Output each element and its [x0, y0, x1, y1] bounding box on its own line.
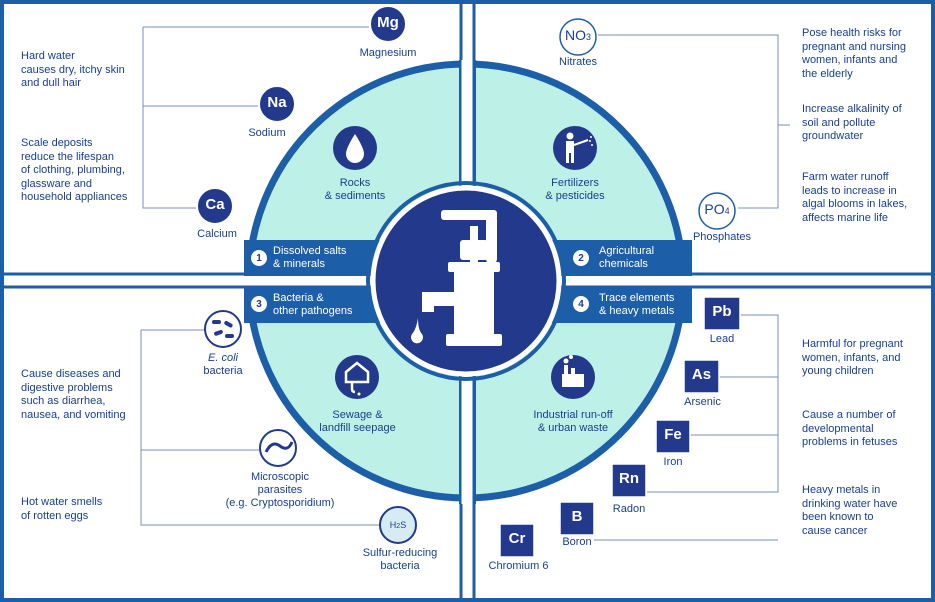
chemical-badges	[559, 18, 736, 230]
water-pump-icon	[410, 210, 502, 346]
quadrant-1-number: 1	[256, 253, 262, 264]
source-fertilizers: Fertilizers& pesticides	[545, 177, 605, 202]
lead-symbol: Pb	[712, 303, 732, 320]
phosphate-name: Phosphates	[692, 231, 752, 243]
quadrant-1-title: Dissolved salts& minerals	[273, 245, 347, 270]
nitrate-name: Nitrates	[559, 56, 597, 68]
lead-name: Lead	[709, 333, 735, 345]
quadrant-number-circles	[251, 250, 589, 312]
sodium-name: Sodium	[248, 127, 286, 139]
chromium-name: Chromium 6	[488, 560, 549, 572]
boron-name: Boron	[562, 536, 592, 548]
quadrant-3-title: Bacteria &other pathogens	[273, 292, 353, 317]
nitrate-symbol: NO3	[564, 27, 591, 43]
chromium-symbol: Cr	[508, 530, 526, 547]
quadrant-3-number: 3	[256, 299, 262, 310]
phosphate-symbol: PO4	[704, 201, 730, 217]
parasite-icon	[259, 429, 297, 467]
mineral-badges	[196, 5, 407, 225]
farmer-spraying-icon	[553, 126, 597, 170]
quadrant-4-title: Trace elements& heavy metals	[599, 292, 675, 317]
boron-symbol: B	[571, 508, 583, 525]
h2s-symbol: H2S	[389, 520, 407, 530]
arsenic-symbol: As	[691, 366, 712, 383]
calcium-symbol: Ca	[205, 196, 225, 213]
metal-squares	[499, 296, 741, 558]
quadrant-4-number: 4	[578, 299, 584, 310]
connector-lines	[140, 26, 790, 541]
iron-symbol: Fe	[664, 426, 682, 443]
source-sewage: Sewage &landfill seepage	[319, 409, 396, 434]
sewage-pipe-icon	[335, 355, 379, 399]
magnesium-name: Magnesium	[359, 47, 417, 59]
arsenic-name: Arsenic	[684, 396, 721, 408]
rock-icon	[333, 126, 377, 170]
sodium-symbol: Na	[267, 94, 287, 111]
magnesium-symbol: Mg	[377, 14, 399, 31]
radon-symbol: Rn	[619, 470, 639, 487]
calcium-name: Calcium	[197, 228, 237, 240]
radon-name: Radon	[612, 503, 646, 515]
quadrant-2-number: 2	[578, 253, 584, 264]
source-rocks: Rocks& sediments	[324, 177, 386, 202]
source-industrial: Industrial run-off& urban waste	[533, 409, 613, 434]
factory-icon	[551, 355, 595, 399]
h2s-bacteria-icon	[379, 506, 417, 544]
iron-name: Iron	[663, 456, 683, 468]
e-coli-icon	[204, 310, 242, 348]
